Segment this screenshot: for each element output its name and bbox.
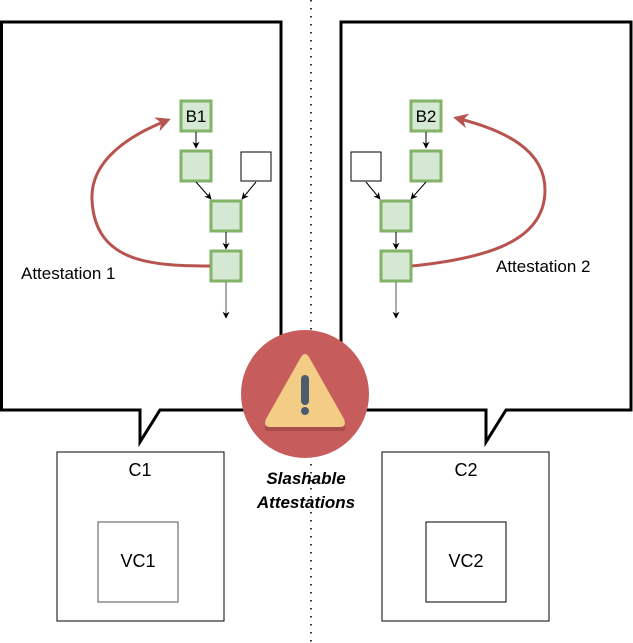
block[interactable] bbox=[409, 149, 443, 183]
chain-arrow bbox=[241, 181, 257, 200]
warning-label-line1: Slashable bbox=[266, 469, 345, 488]
client-c2-label: C2 bbox=[454, 460, 477, 480]
validator-vc1-box[interactable] bbox=[97, 521, 179, 603]
right-chain: B2 Attestation 2 bbox=[350, 99, 591, 319]
block-attesting[interactable] bbox=[379, 249, 413, 283]
validator-vc2-label: VC2 bbox=[448, 551, 483, 571]
warning-exclamation-dot bbox=[301, 407, 309, 415]
client-c1-label: C1 bbox=[128, 460, 151, 480]
validator-vc2-box[interactable] bbox=[425, 521, 507, 603]
attestation-2-label: Attestation 2 bbox=[496, 257, 591, 276]
attestation-1-label: Attestation 1 bbox=[21, 264, 116, 283]
block[interactable] bbox=[179, 149, 213, 183]
warning-exclamation-bar bbox=[301, 375, 309, 405]
left-chain: B1 Attestation 1 bbox=[21, 99, 272, 319]
attestation-1-arrow bbox=[90, 117, 211, 268]
block[interactable] bbox=[379, 199, 413, 233]
chain-arrow bbox=[365, 181, 381, 200]
warning-label-line2: Attestations bbox=[256, 493, 355, 512]
block-b1[interactable] bbox=[179, 99, 213, 133]
warning-triangle-icon bbox=[241, 330, 369, 458]
attestation-2-arrow bbox=[411, 113, 547, 268]
fork-block[interactable] bbox=[240, 151, 272, 182]
block[interactable] bbox=[209, 199, 243, 233]
block-attesting[interactable] bbox=[209, 249, 243, 283]
chain-arrow bbox=[195, 181, 212, 200]
block-b2-label: B2 bbox=[416, 107, 437, 126]
chain-arrow bbox=[410, 181, 427, 200]
block-b2[interactable] bbox=[409, 99, 443, 133]
validator-vc1-label: VC1 bbox=[120, 551, 155, 571]
block-b1-label: B1 bbox=[186, 107, 207, 126]
fork-block[interactable] bbox=[350, 151, 382, 182]
